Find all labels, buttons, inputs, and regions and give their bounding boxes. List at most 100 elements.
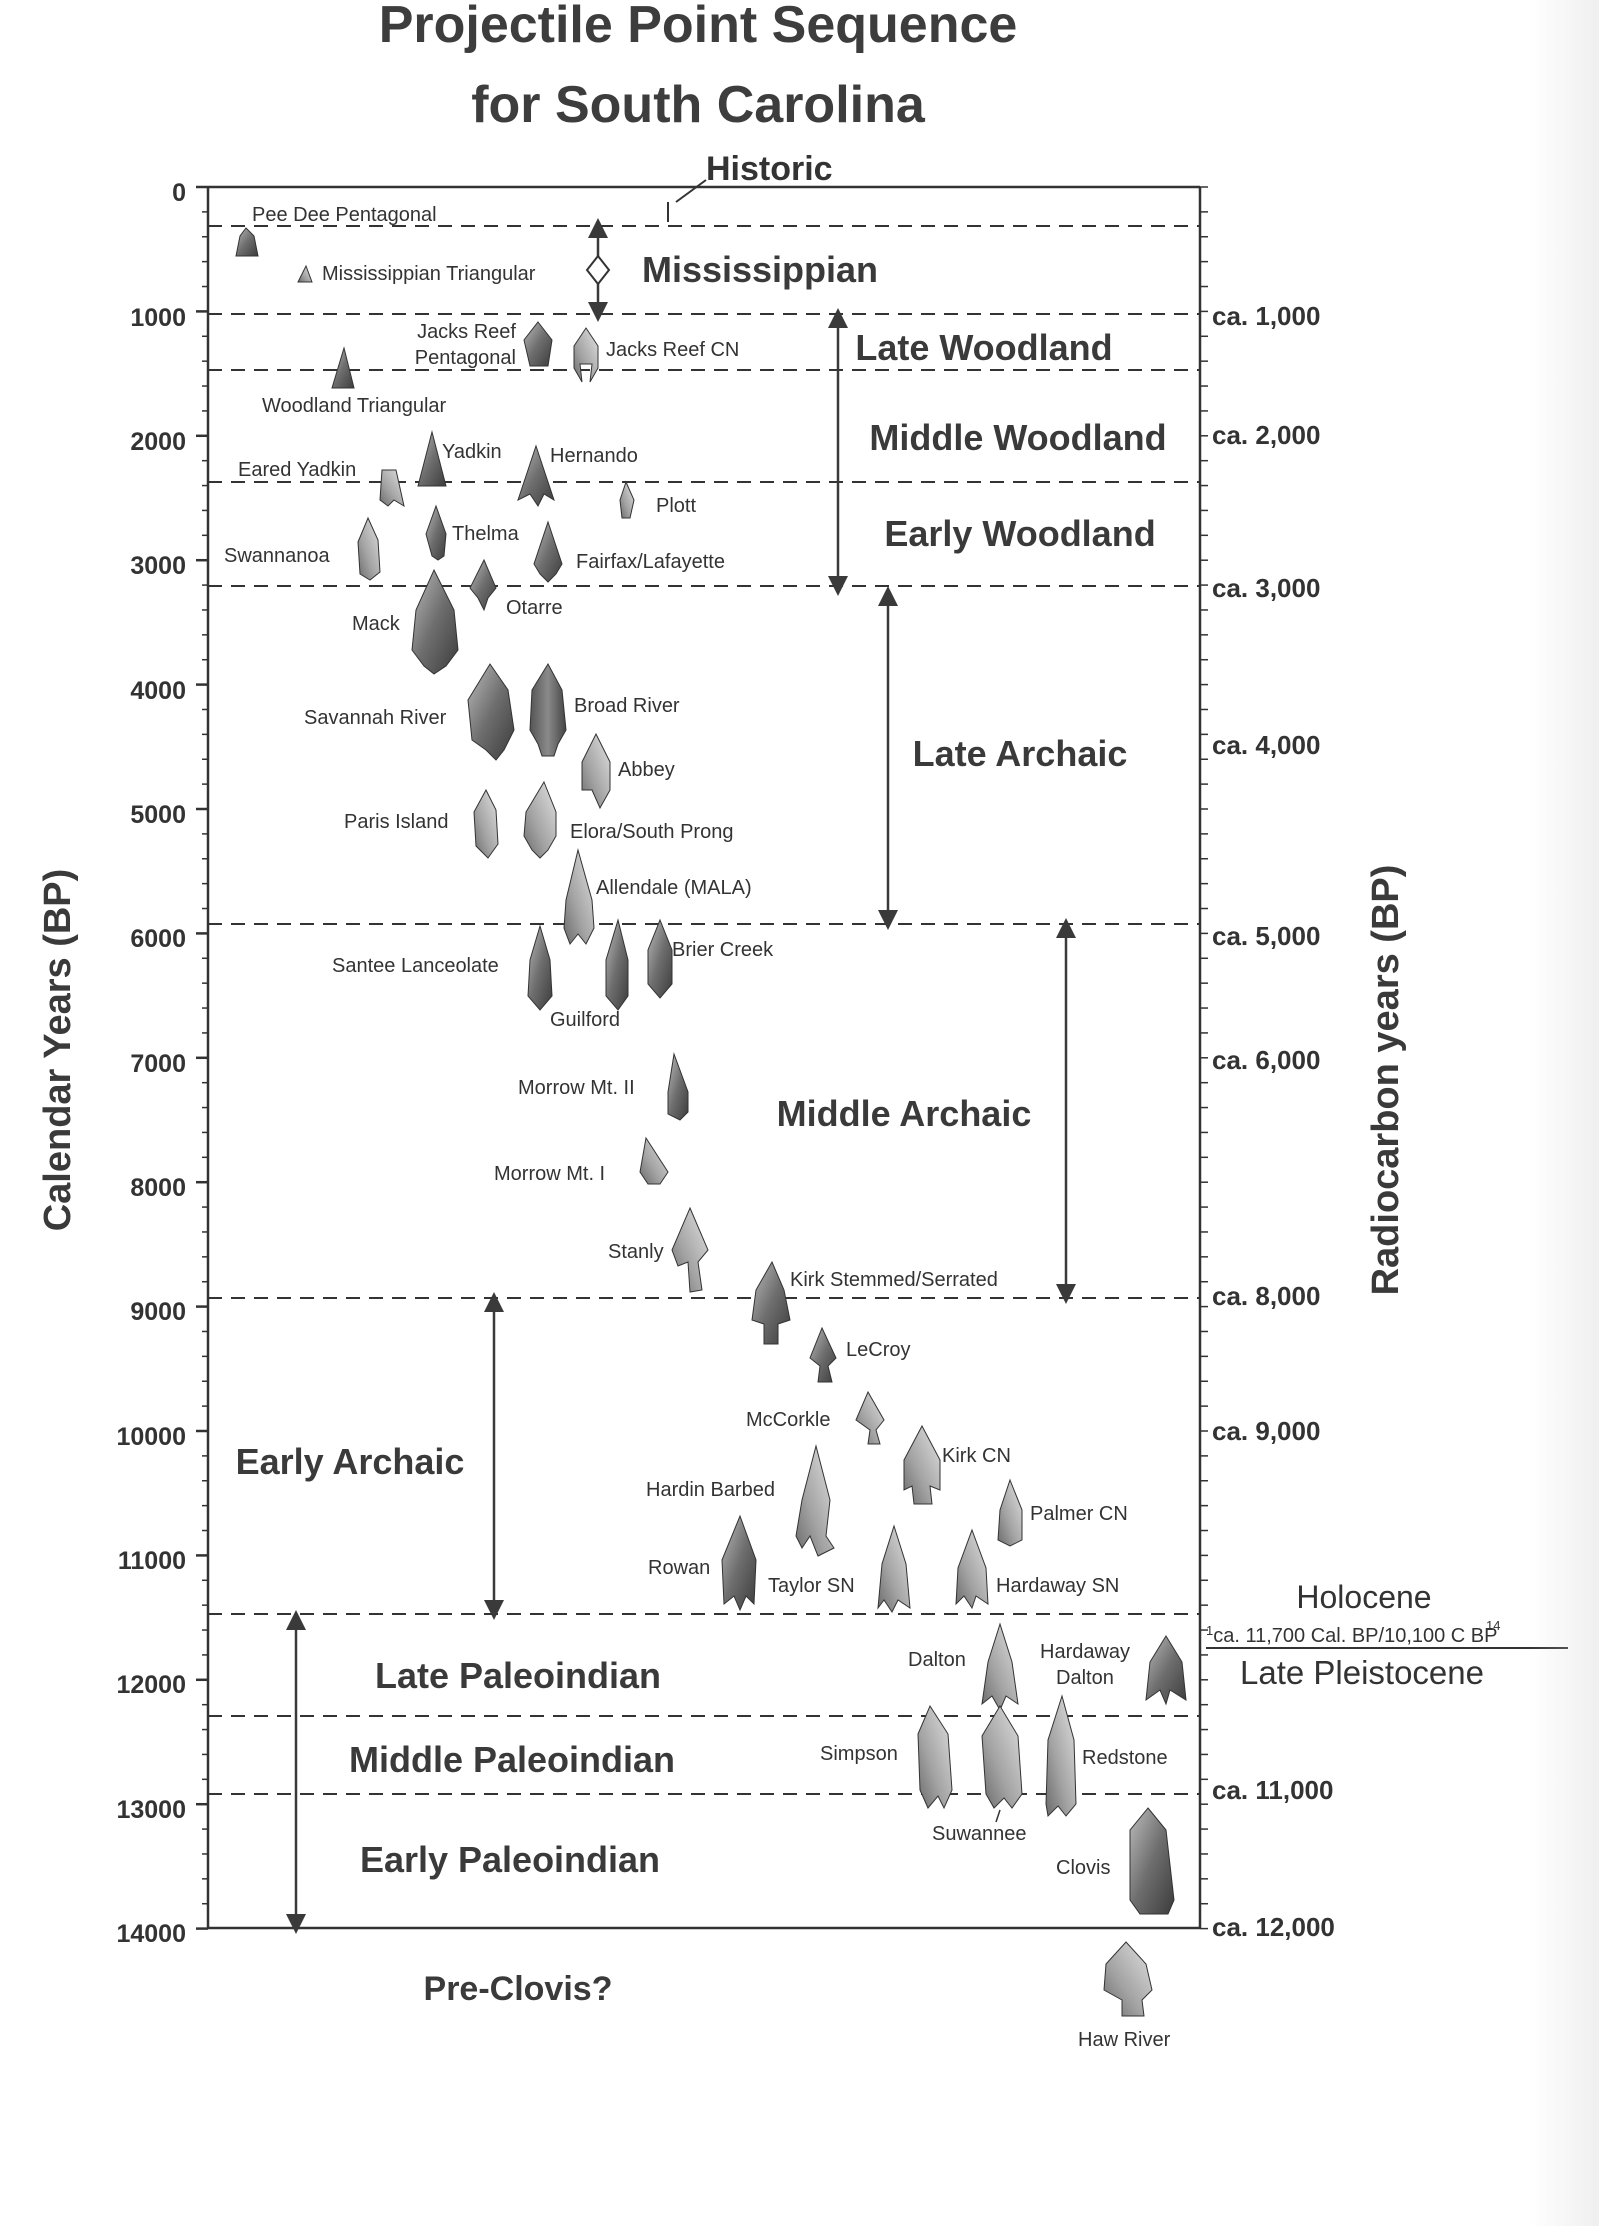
- right-axis-title: Radiocarbon years (BP): [1365, 865, 1407, 1296]
- label-hardin-barbed: Hardin Barbed: [646, 1479, 775, 1501]
- elora-south-prong-image: [523, 780, 557, 859]
- left-tick-4000: 4000: [130, 677, 186, 705]
- epoch-boundary-note: 1ca. 11,700 Cal. BP/10,100 C BP: [1206, 1623, 1497, 1648]
- left-tick-0: 0: [172, 179, 186, 207]
- palmer-cn-image: [997, 1478, 1023, 1547]
- left-tick-labels: 0 1000 2000 3000 4000 5000 6000 7000 800…: [116, 179, 186, 1948]
- clovis-image: [1129, 1807, 1175, 1915]
- period-pre-clovis: Pre-Clovis?: [424, 1970, 613, 2008]
- mississippian-triangular-image: [297, 264, 313, 283]
- period-arrows: [286, 218, 1076, 1934]
- left-tick-14000: 14000: [116, 1920, 186, 1948]
- paper-shading: [1529, 0, 1599, 2226]
- left-tick-6000: 6000: [130, 925, 186, 953]
- label-kirk-cn: Kirk CN: [942, 1445, 1011, 1467]
- right-tick-5000: ca. 5,000: [1212, 921, 1320, 951]
- savannah-river-image: [467, 663, 515, 761]
- label-lecroy: LeCroy: [846, 1339, 910, 1361]
- plott-image: [619, 480, 635, 519]
- right-tick-8000: ca. 8,000: [1212, 1281, 1320, 1311]
- label-haw-river: Haw River: [1078, 2029, 1171, 2051]
- morrow-mt-ii-image: [667, 1052, 689, 1121]
- label-guilford: Guilford: [550, 1009, 620, 1031]
- label-santee-lanceolate: Santee Lanceolate: [332, 955, 499, 977]
- otarre-image: [469, 558, 497, 612]
- label-otarre: Otarre: [506, 597, 563, 619]
- paris-island-image: [473, 788, 499, 859]
- hardaway-sn-image: [955, 1528, 989, 1610]
- left-axis-title: Calendar Years (BP): [37, 869, 79, 1232]
- label-savannah-river: Savannah River: [304, 707, 447, 729]
- holocene-label: Holocene: [1296, 1579, 1431, 1615]
- boundary-sup-2: 14: [1486, 1618, 1500, 1633]
- brier-creek-image: [647, 918, 673, 999]
- suwannee-image: [981, 1705, 1023, 1809]
- lecroy-image: [809, 1326, 837, 1383]
- label-mccorkle: McCorkle: [746, 1409, 830, 1431]
- left-tick-12000: 12000: [116, 1671, 186, 1699]
- label-clovis: Clovis: [1056, 1857, 1110, 1879]
- pee-dee-pentagonal-image: [235, 227, 259, 257]
- label-mississippian-triangular: Mississippian Triangular: [322, 263, 536, 285]
- late-pleistocene-label: Late Pleistocene: [1240, 1654, 1484, 1691]
- label-hardaway-dalton-1: Hardaway: [1040, 1641, 1130, 1663]
- right-tick-labels: ca. 1,000 ca. 2,000 ca. 3,000 ca. 4,000 …: [1212, 301, 1335, 1942]
- left-tick-11000: 11000: [118, 1547, 186, 1575]
- mississippian-arrow-diamond: [585, 254, 611, 286]
- title-line-1: Projectile Point Sequence: [379, 0, 1018, 54]
- hardaway-dalton-image: [1145, 1635, 1187, 1706]
- suwannee-leader: [995, 1809, 1001, 1823]
- label-jacks-reef-pentagonal-1: Jacks Reef: [417, 321, 516, 343]
- fairfax-lafayette-image: [533, 520, 563, 583]
- label-pee-dee: Pee Dee Pentagonal: [252, 204, 437, 226]
- abbey-image: [581, 732, 611, 810]
- period-middle-archaic: Middle Archaic: [777, 1093, 1032, 1134]
- left-tick-marks: [196, 185, 208, 1930]
- title-line-2: for South Carolina: [471, 76, 926, 134]
- allendale-mala-image: [563, 848, 595, 945]
- label-jacks-reef-pentagonal-2: Pentagonal: [415, 347, 516, 369]
- left-tick-1000: 1000: [130, 304, 186, 332]
- mack-image: [411, 568, 459, 675]
- swannanoa-image: [357, 516, 381, 581]
- label-plott: Plott: [656, 495, 696, 517]
- label-morrow-mt-i: Morrow Mt. I: [494, 1163, 605, 1185]
- label-hernando: Hernando: [550, 445, 638, 467]
- stanly-image: [671, 1206, 709, 1293]
- label-hardaway-sn: Hardaway SN: [996, 1575, 1119, 1597]
- right-tick-6000: ca. 6,000: [1212, 1045, 1320, 1075]
- left-tick-9000: 9000: [130, 1298, 186, 1326]
- right-tick-9000: ca. 9,000: [1212, 1416, 1320, 1446]
- label-paris-island: Paris Island: [344, 811, 449, 833]
- woodland-triangular-image: [331, 346, 355, 389]
- morrow-mt-i-image: [639, 1136, 669, 1185]
- right-tick-12000: ca. 12,000: [1212, 1912, 1335, 1942]
- left-tick-10000: 10000: [116, 1423, 186, 1451]
- label-palmer-cn: Palmer CN: [1030, 1503, 1128, 1525]
- right-tick-4000: ca. 4,000: [1212, 730, 1320, 760]
- left-tick-13000: 13000: [116, 1796, 186, 1824]
- kirk-stemmed-serrated-image: [751, 1260, 791, 1345]
- dalton-image: [981, 1622, 1019, 1712]
- right-tick-3000: ca. 3,000: [1212, 573, 1320, 603]
- label-hardaway-dalton-2: Dalton: [1056, 1667, 1114, 1689]
- period-late-paleoindian: Late Paleoindian: [375, 1655, 661, 1696]
- projectile-point-images: [235, 227, 1187, 2017]
- label-allendale-mala: Allendale (MALA): [596, 877, 752, 899]
- label-dalton: Dalton: [908, 1649, 966, 1671]
- jacks-reef-cn-image: [573, 327, 599, 383]
- period-early-woodland: Early Woodland: [884, 513, 1155, 554]
- redstone-image: [1045, 1694, 1077, 1818]
- label-yadkin: Yadkin: [442, 441, 502, 463]
- left-tick-5000: 5000: [130, 801, 186, 829]
- label-fairfax-lafayette: Fairfax/Lafayette: [576, 551, 725, 573]
- label-redstone: Redstone: [1082, 1747, 1168, 1769]
- label-brier-creek: Brier Creek: [672, 939, 774, 961]
- right-tick-2000: ca. 2,000: [1212, 420, 1320, 450]
- period-labels: Mississippian Late Woodland Middle Woodl…: [236, 249, 1167, 2008]
- right-tick-marks: [1200, 186, 1208, 1930]
- kirk-cn-image: [903, 1424, 941, 1505]
- label-suwannee: Suwannee: [932, 1823, 1027, 1845]
- period-middle-woodland: Middle Woodland: [869, 417, 1166, 458]
- left-tick-8000: 8000: [130, 1174, 186, 1202]
